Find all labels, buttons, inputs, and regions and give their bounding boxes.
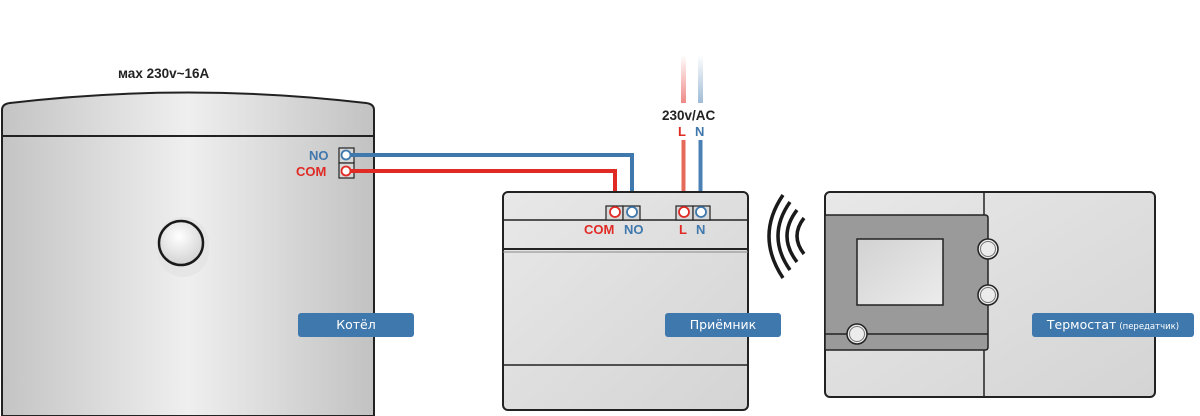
rating-title: мах 230v~16A bbox=[118, 66, 210, 81]
boiler-terminal-com: COM bbox=[296, 164, 327, 179]
boiler-label: Котёл bbox=[298, 313, 414, 337]
wireless-signal-icon bbox=[767, 194, 806, 279]
receiver-terminal-l: L bbox=[679, 222, 687, 237]
thermostat-screen bbox=[856, 238, 944, 306]
thermostat-label: Термостат(передатчик) bbox=[1032, 313, 1194, 337]
boiler-terminal-no: NO bbox=[309, 148, 329, 163]
boiler-knob bbox=[157, 219, 205, 267]
receiver-terminal-n: N bbox=[696, 222, 706, 237]
thermostat bbox=[824, 191, 1156, 398]
neutral-no-wire bbox=[346, 153, 634, 207]
receiver-terminal-com: COM bbox=[584, 222, 615, 237]
thermostat-label-text: Термостат bbox=[1046, 317, 1117, 332]
receiver-terminal-no: NO bbox=[624, 222, 644, 237]
thermostat-label-note: (передатчик) bbox=[1119, 322, 1180, 332]
supply-n-label: N bbox=[695, 124, 705, 139]
supply-voltage-label: 230v/AC bbox=[662, 108, 716, 123]
supply-l-label: L bbox=[678, 124, 686, 139]
boiler bbox=[1, 91, 375, 416]
receiver-label: Приёмник bbox=[665, 313, 781, 337]
receiver bbox=[502, 191, 749, 411]
